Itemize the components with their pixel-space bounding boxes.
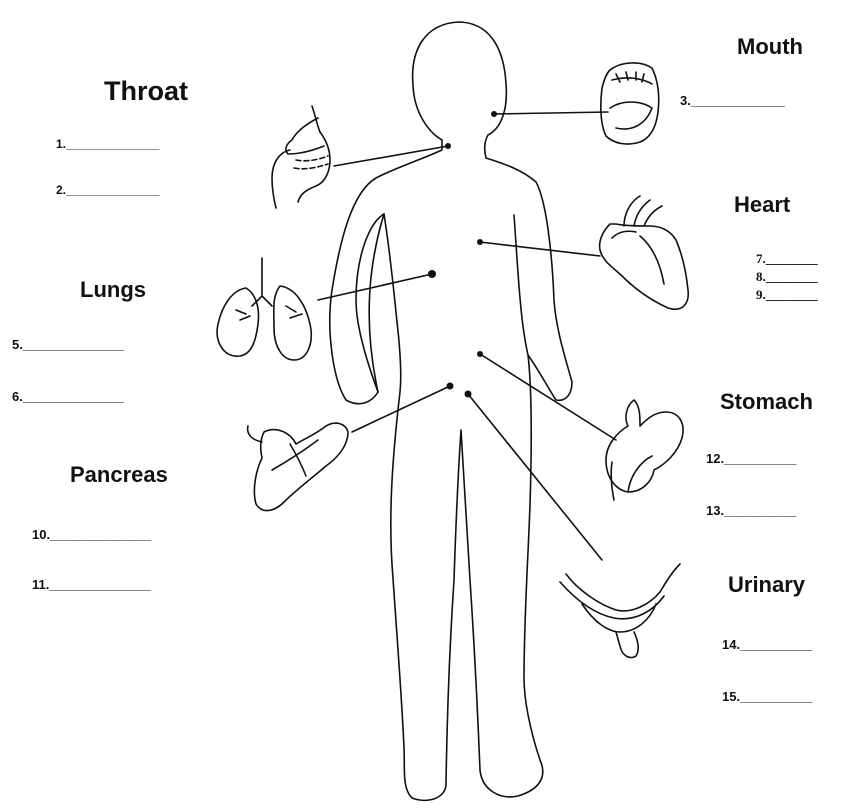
pancreas-title: Pancreas — [70, 462, 168, 488]
throat-icon — [272, 106, 330, 208]
heart-title: Heart — [734, 192, 790, 218]
dot-heart — [477, 239, 483, 245]
heart-icon — [600, 196, 689, 309]
lungs-icon — [217, 258, 311, 360]
blank-5[interactable]: 5.______________ — [12, 338, 124, 351]
pancreas-icon — [248, 423, 348, 510]
pointer-lungs — [318, 274, 432, 300]
blank-3[interactable]: 3._____________ — [680, 94, 785, 107]
blank-14[interactable]: 14.__________ — [722, 638, 812, 651]
pointer-stomach — [480, 354, 616, 440]
blank-7[interactable]: 7.________ — [756, 252, 818, 265]
lungs-title: Lungs — [80, 277, 146, 303]
pointer-heart — [480, 242, 600, 256]
blank-10[interactable]: 10.______________ — [32, 528, 151, 541]
dot-mouth — [491, 111, 497, 117]
urinary-title: Urinary — [728, 572, 805, 598]
dot-lungs — [428, 270, 436, 278]
urinary-icon — [560, 564, 680, 658]
pointer-throat — [334, 146, 448, 166]
pointer-pancreas — [352, 386, 450, 432]
dot-urinary — [465, 391, 472, 398]
pointer-lines — [318, 112, 616, 560]
blank-11[interactable]: 11.______________ — [32, 578, 151, 591]
throat-title: Throat — [104, 76, 188, 107]
blank-12[interactable]: 12.__________ — [706, 452, 796, 465]
stomach-icon — [606, 400, 683, 500]
dot-stomach — [477, 351, 483, 357]
mouth-icon — [601, 63, 659, 144]
blank-8[interactable]: 8.________ — [756, 270, 818, 283]
left-arm-inner — [369, 214, 384, 392]
pointer-mouth — [494, 112, 608, 114]
dot-pancreas — [447, 383, 454, 390]
dot-throat — [445, 143, 451, 149]
blank-15[interactable]: 15.__________ — [722, 690, 812, 703]
blank-13[interactable]: 13.__________ — [706, 504, 796, 517]
right-arm-inner — [514, 215, 528, 355]
mouth-title: Mouth — [737, 34, 803, 60]
blank-1[interactable]: 1.______________ — [56, 138, 159, 150]
body-outline — [330, 22, 572, 800]
blank-2[interactable]: 2.______________ — [56, 184, 159, 196]
stomach-title: Stomach — [720, 389, 813, 415]
pointer-dots — [428, 111, 497, 398]
blank-6[interactable]: 6.______________ — [12, 390, 124, 403]
blank-9[interactable]: 9.________ — [756, 288, 818, 301]
